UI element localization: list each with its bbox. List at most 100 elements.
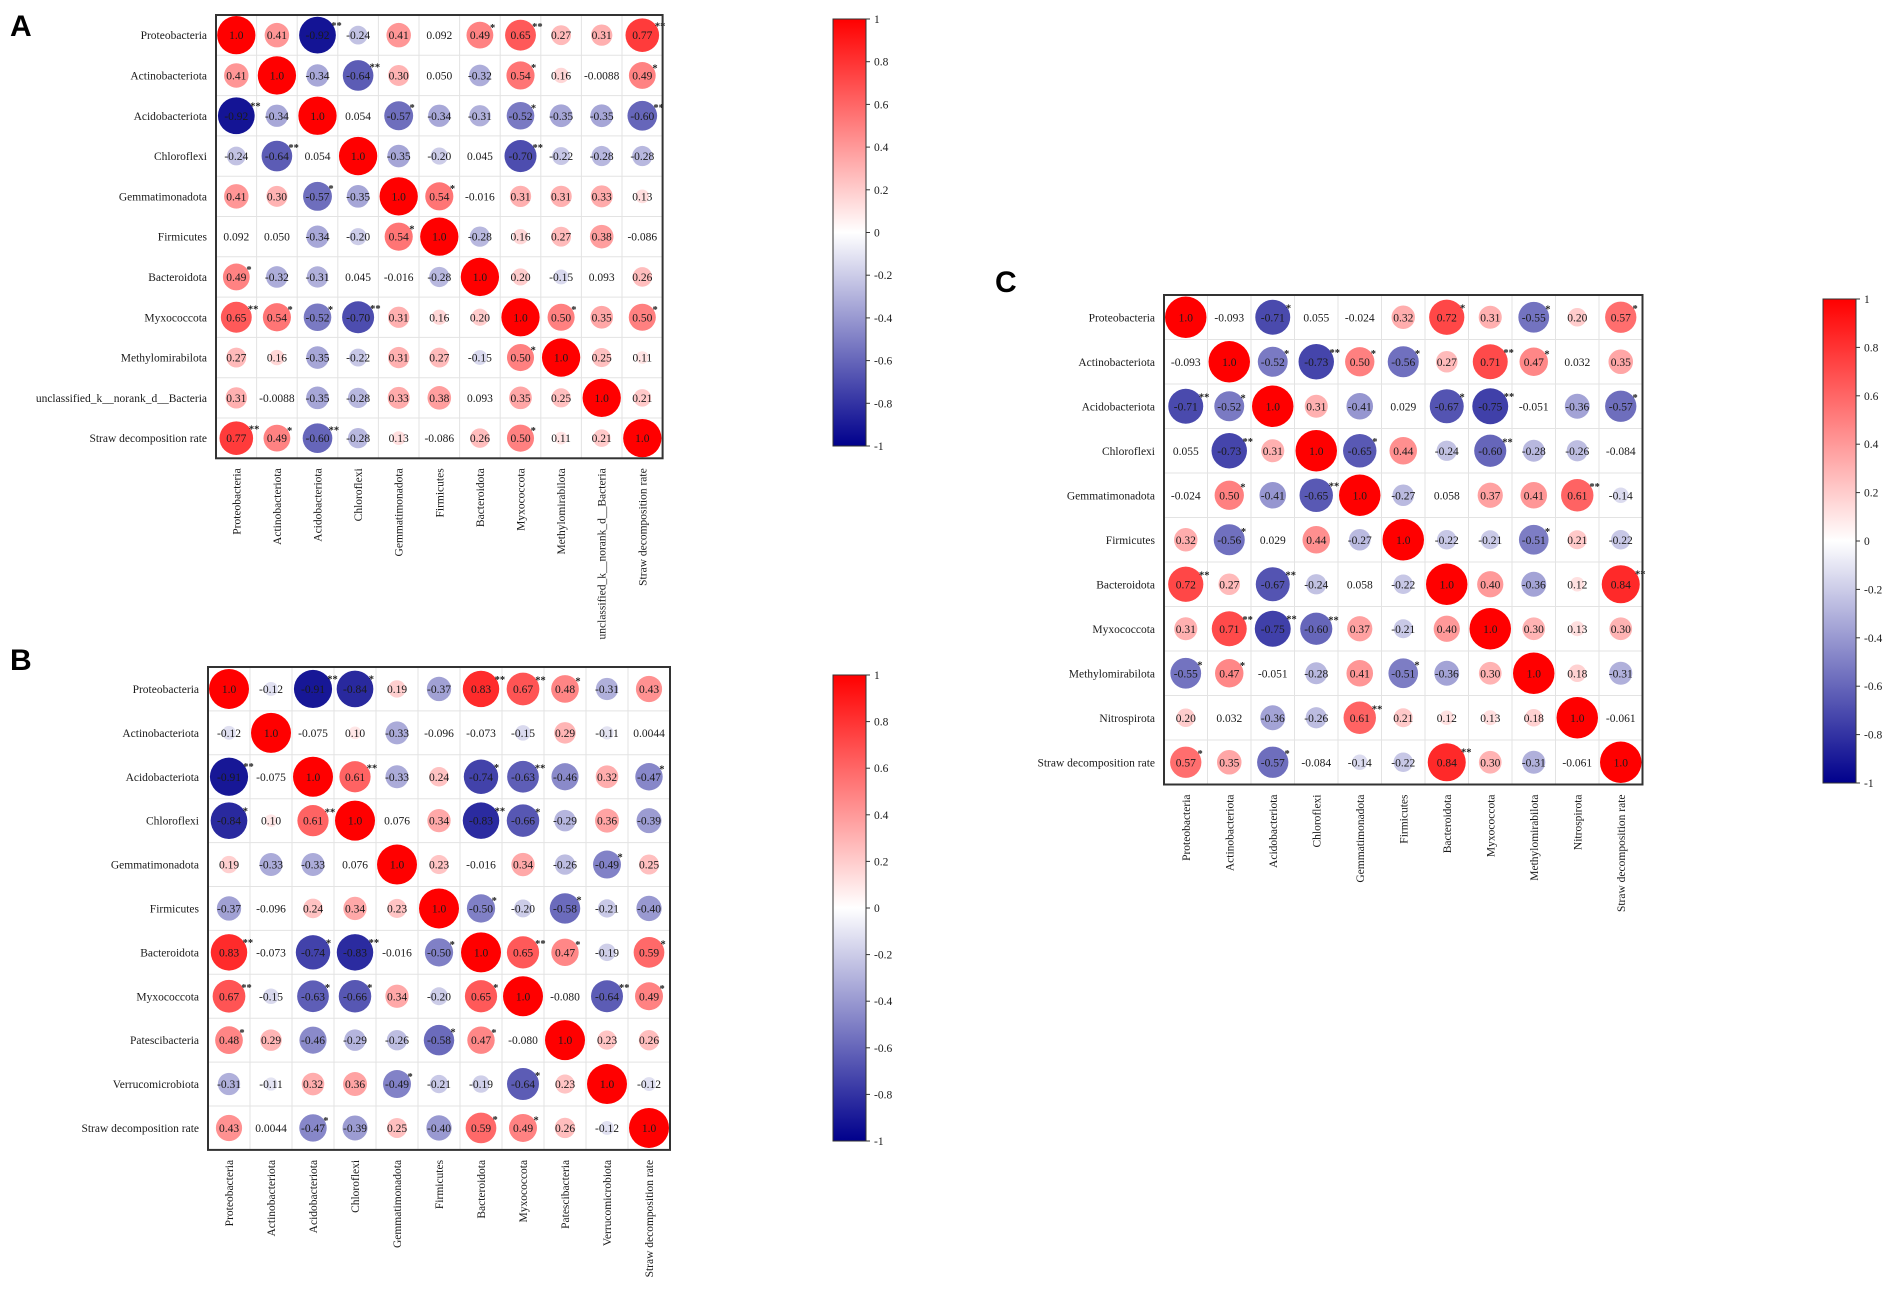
correlation-circle: [1519, 347, 1548, 376]
correlation-value: 0.48: [219, 1035, 239, 1047]
correlation-circle: [384, 222, 413, 251]
correlation-value: 0.29: [261, 1035, 281, 1047]
correlation-value: -0.016: [382, 947, 412, 959]
correlation-value: 0.35: [1219, 757, 1239, 769]
correlation-value: -0.64: [346, 70, 370, 82]
correlation-circle: [509, 185, 532, 208]
correlation-circle: [504, 140, 537, 173]
correlation-value: 0.30: [389, 70, 409, 82]
correlation-circle: [1522, 439, 1545, 462]
correlation-value: 0.71: [1480, 357, 1500, 369]
correlation-value: -0.92: [224, 111, 248, 123]
correlation-value: -0.50: [427, 947, 451, 959]
correlation-circle: [1522, 617, 1546, 641]
correlation-circle: [592, 347, 612, 368]
correlation-circle: [1347, 616, 1373, 642]
correlation-value: 0.47: [471, 1035, 491, 1047]
correlation-circle: [635, 189, 650, 204]
correlation-value: 0.65: [226, 312, 246, 324]
correlation-circle: [377, 844, 417, 885]
correlation-circle: [1605, 301, 1637, 333]
correlation-value: -0.0088: [584, 70, 620, 82]
correlation-value: 0.25: [387, 1123, 407, 1135]
significance-marker: **: [370, 304, 381, 315]
correlation-value: -0.49: [385, 1079, 409, 1091]
correlation-value: 0.10: [261, 816, 281, 828]
correlation-value: -0.41: [1348, 401, 1372, 413]
correlation-value: 0.26: [632, 272, 652, 284]
correlation-circle: [642, 1077, 656, 1091]
correlation-value: 0.31: [389, 312, 409, 324]
correlation-value: -0.22: [1391, 757, 1415, 769]
correlation-value: -0.084: [1606, 446, 1636, 458]
correlation-circle: [460, 257, 500, 297]
significance-marker: *: [535, 1071, 540, 1082]
correlation-value: 0.83: [471, 684, 491, 696]
col-label-acidobacteriota: Acidobacteriota: [313, 468, 325, 541]
correlation-circle: [336, 934, 374, 971]
correlation-circle: [628, 303, 656, 331]
significance-marker: **: [325, 808, 336, 819]
correlation-value: 0.36: [345, 1079, 365, 1091]
significance-marker: *: [1240, 661, 1245, 672]
correlation-value: 1.0: [1309, 446, 1324, 458]
correlation-circle: [1609, 617, 1633, 641]
correlation-circle: [1299, 478, 1333, 512]
correlation-circle: [385, 765, 409, 789]
colorbar-tick-label: 0.2: [874, 856, 889, 868]
correlation-circle: [269, 349, 285, 366]
correlation-circle: [1214, 480, 1244, 510]
correlation-circle: [1304, 394, 1328, 418]
correlation-circle: [633, 389, 652, 407]
correlation-circle: [1393, 708, 1413, 728]
correlation-circle: [598, 943, 616, 962]
panel-label-b: B: [10, 644, 32, 677]
row-label-nitrospirota: Nitrospirota: [1099, 713, 1155, 725]
significance-marker: *: [450, 1027, 455, 1038]
correlation-circle: [1170, 746, 1202, 778]
significance-marker: **: [1635, 570, 1646, 581]
correlation-value: 0.25: [592, 353, 612, 365]
correlation-value: 0.38: [592, 232, 612, 244]
matrix-frame: [207, 666, 671, 1151]
correlation-value: 0.49: [226, 272, 246, 284]
correlation-circle: [1345, 347, 1375, 377]
correlation-value: 0.032: [1564, 357, 1590, 369]
correlation-value: 0.30: [267, 191, 287, 203]
row-label-acidobacteriota: Acidobacteriota: [126, 772, 199, 784]
correlation-circle: [295, 935, 331, 970]
correlation-circle: [226, 347, 247, 368]
significance-marker: *: [534, 1116, 539, 1127]
correlation-value: -0.33: [301, 860, 325, 872]
correlation-value: -0.15: [549, 272, 573, 284]
correlation-circle: [264, 22, 290, 48]
correlation-circle: [554, 722, 576, 744]
correlation-value: -0.21: [1478, 535, 1502, 547]
significance-marker: **: [1328, 616, 1339, 627]
correlation-value: -0.40: [637, 903, 661, 915]
correlation-circle: [1254, 610, 1291, 647]
correlation-value: 1.0: [1396, 535, 1411, 547]
correlation-value: 0.16: [267, 353, 287, 365]
correlation-circle: [553, 269, 569, 285]
correlation-value: 0.23: [555, 1079, 575, 1091]
correlation-value: 0.31: [1176, 624, 1196, 636]
colorbar-tick-label: -0.4: [1864, 633, 1882, 645]
correlation-circle: [1176, 708, 1196, 728]
significance-marker: *: [1632, 304, 1637, 315]
correlation-value: -0.096: [256, 903, 286, 915]
significance-marker: **: [243, 762, 254, 773]
correlation-value: -0.12: [217, 728, 241, 740]
correlation-circle: [462, 802, 500, 839]
row-label-acidobacteriota: Acidobacteriota: [1082, 401, 1155, 413]
correlation-value: 0.32: [303, 1079, 323, 1091]
correlation-circle: [388, 680, 406, 698]
correlation-value: -0.50: [469, 903, 493, 915]
col-label-gemmatimonadota: Gemmatimonadota: [1355, 795, 1367, 883]
correlation-circle: [1518, 524, 1549, 555]
correlation-circle: [1567, 530, 1587, 550]
correlation-value: -0.28: [1304, 668, 1328, 680]
correlation-circle: [1346, 659, 1374, 687]
correlation-circle: [1564, 393, 1590, 419]
row-label-firmicutes: Firmicutes: [158, 232, 208, 244]
